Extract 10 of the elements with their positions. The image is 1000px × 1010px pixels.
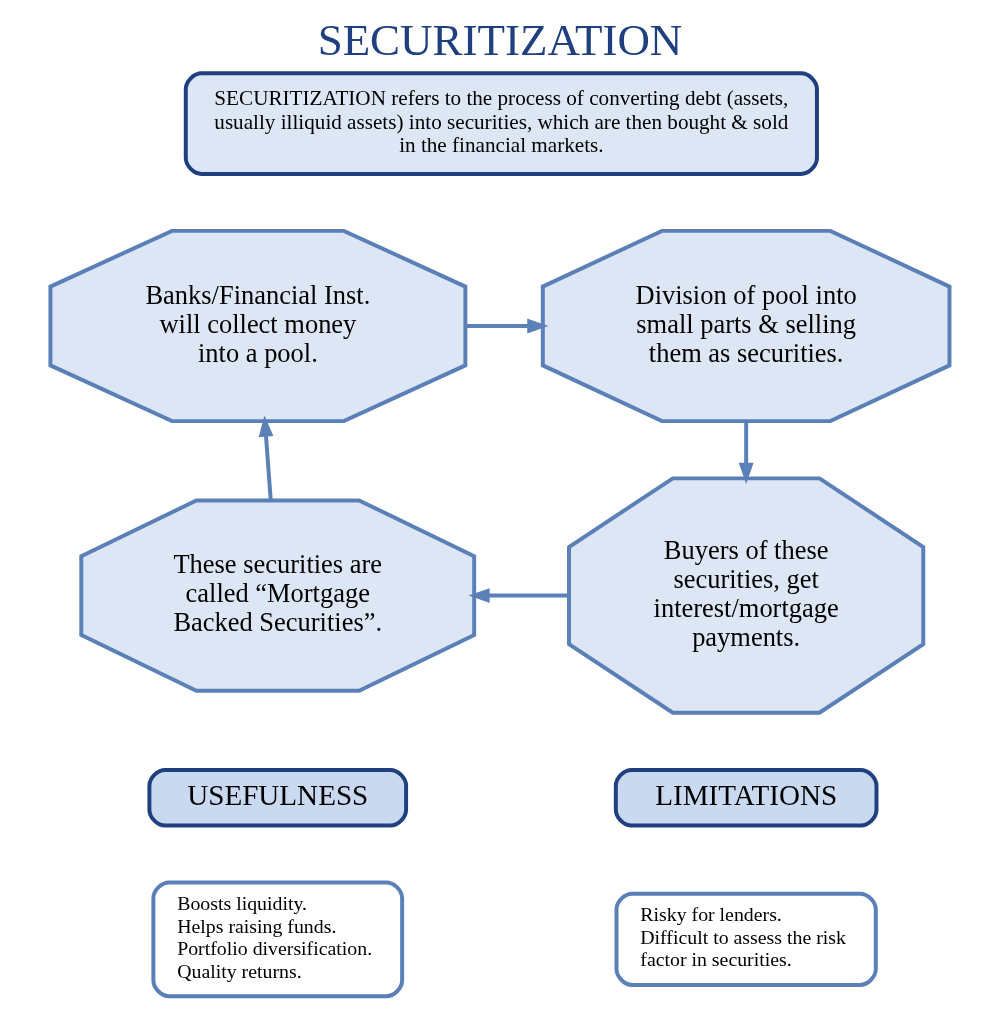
arrow: [738, 421, 754, 485]
node-box: USEFULNESS: [147, 767, 409, 828]
arrow: [468, 588, 569, 603]
node-box: Boosts liquidity. Helps raising funds. Portfolio diversification. Quality returns.: [151, 880, 405, 999]
arrow: [465, 318, 549, 334]
node-box: LIMITATIONS: [613, 767, 879, 828]
arrow: [258, 415, 274, 501]
node-box: SECURITIZATION refers to the process of converting debt (assets, usually illiquid assets) into securities, which are then bought & sold in the financial markets.: [183, 71, 819, 176]
node-box: Risky for lenders. Difficult to assess the risk factor in securities.: [614, 891, 878, 987]
diagram-title: SECURITIZATION: [317, 15, 683, 66]
